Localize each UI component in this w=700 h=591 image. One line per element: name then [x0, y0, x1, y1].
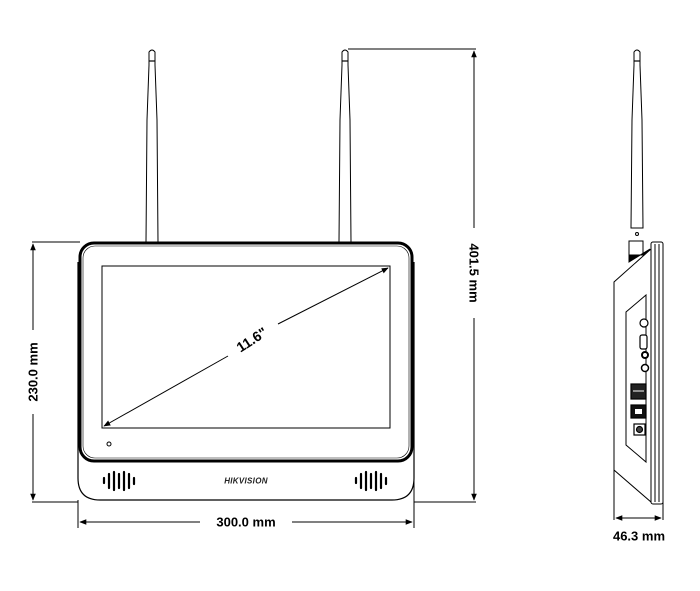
- power-button: [639, 318, 649, 328]
- front-antenna-right: [338, 49, 352, 243]
- side-ports: [630, 318, 650, 436]
- speaker-grille-right: [354, 470, 388, 492]
- side-antenna: [628, 49, 651, 263]
- side-body: [613, 241, 664, 520]
- label-depth: 46.3 mm: [612, 528, 666, 544]
- hdmi-port: [639, 334, 648, 350]
- indicator-led: [106, 441, 112, 447]
- brand-logo: HIKVISION: [224, 476, 268, 486]
- dimension-height-body: [30, 241, 80, 503]
- front-screen: [101, 265, 391, 429]
- front-antenna-left: [145, 49, 159, 243]
- label-width: 300.0 mm: [216, 514, 276, 530]
- dimension-height-total: [348, 48, 477, 503]
- audio-jack-2: [640, 363, 650, 373]
- label-height-total: 401.5 mm: [466, 243, 482, 303]
- speaker-grille-left: [102, 470, 136, 492]
- dimension-width: [77, 460, 415, 528]
- label-height-body: 230.0 mm: [25, 342, 41, 402]
- audio-jack-1: [641, 351, 649, 359]
